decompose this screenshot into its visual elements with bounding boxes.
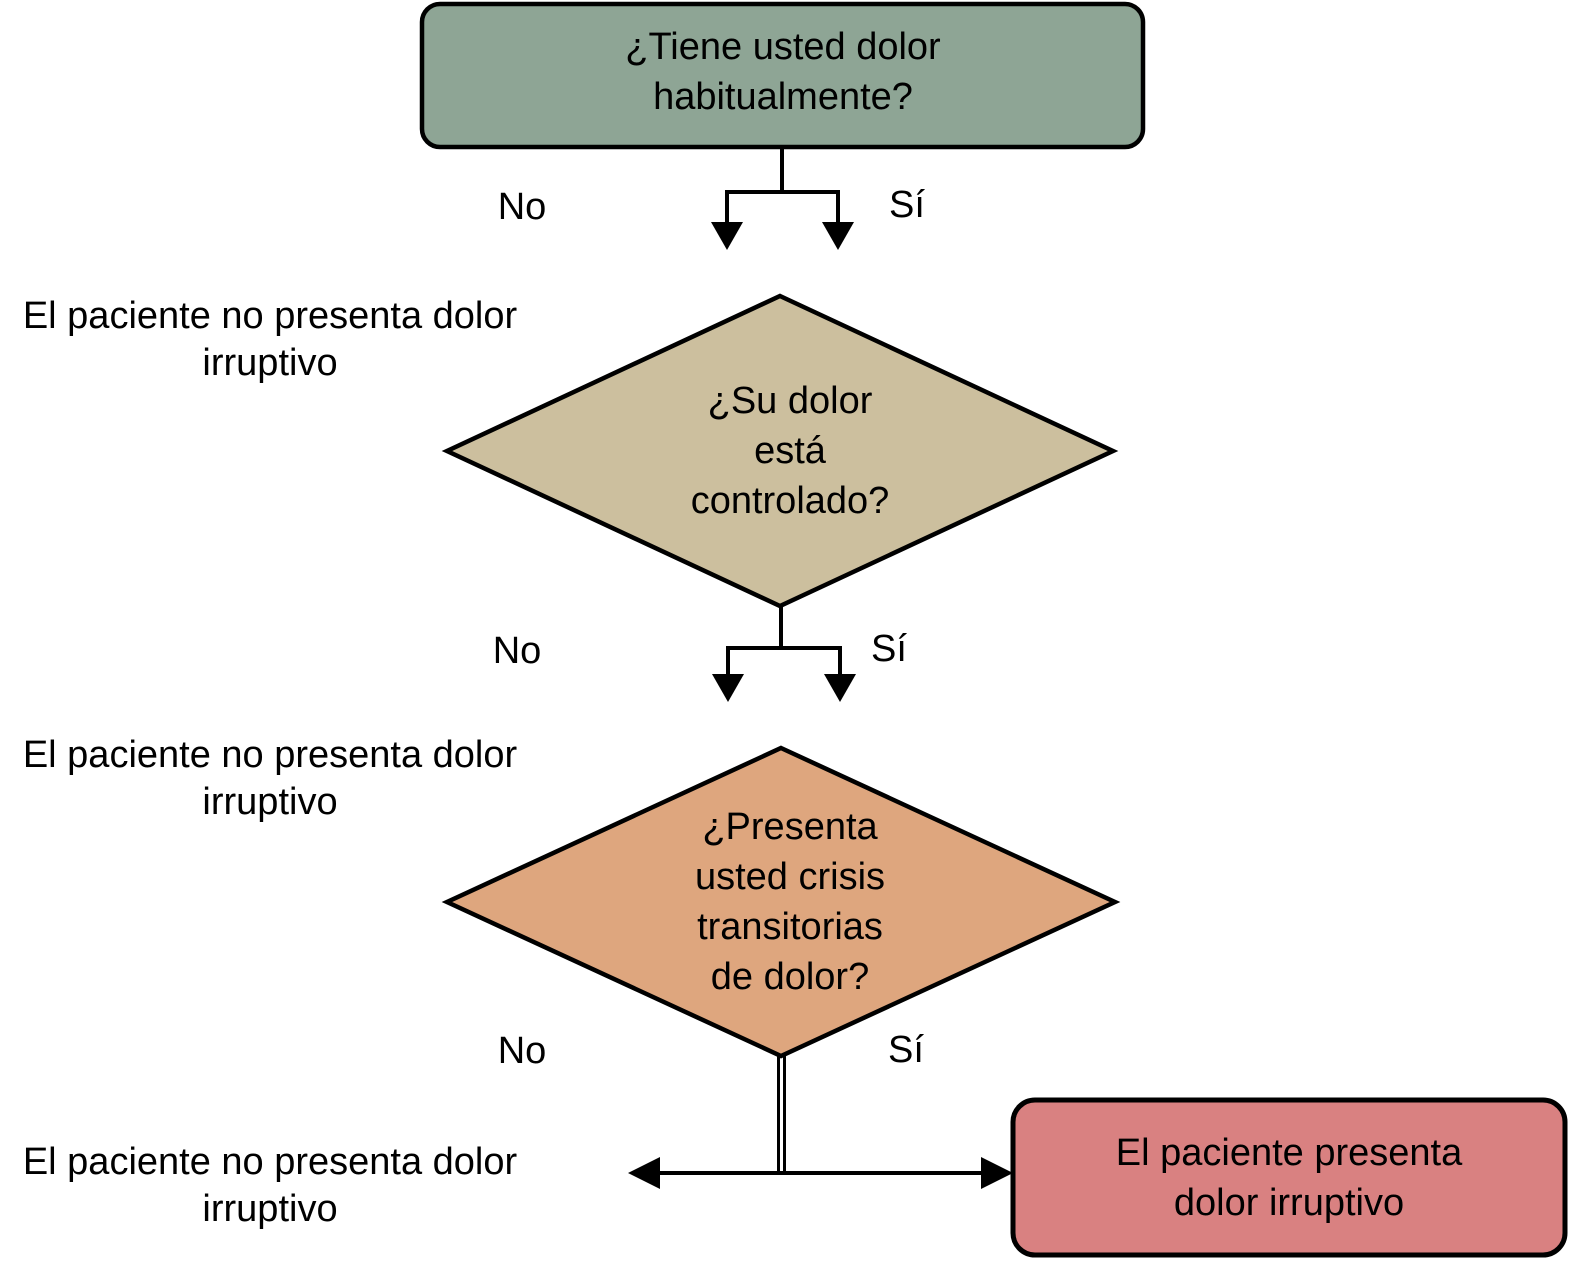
edge-label-yes-1: Sí bbox=[889, 184, 925, 226]
start-question-label: ¿Tiene usted dolor habitualmente? bbox=[625, 26, 941, 118]
edge-label-no-1: No bbox=[497, 186, 547, 228]
arrowhead-down-right-2-icon bbox=[824, 674, 856, 702]
connector-start-split bbox=[725, 190, 840, 224]
decision2-shape bbox=[441, 745, 1121, 1059]
arrowhead-down-right-1-icon bbox=[822, 222, 854, 250]
arrowhead-left-icon bbox=[628, 1157, 660, 1189]
outcome-positive-shape bbox=[1010, 1097, 1568, 1258]
outcome-negative-label-3: El paciente no presenta dolor irruptivo bbox=[22, 1141, 518, 1230]
edge-label-no-3: No bbox=[497, 1030, 547, 1072]
decision2-label: ¿Presenta usted crisis transitorias de d… bbox=[694, 806, 886, 998]
arrowhead-right-icon bbox=[981, 1157, 1013, 1189]
outcome-negative-label-1: El paciente no presenta dolor irruptivo bbox=[22, 295, 518, 384]
edge-label-no-2: No bbox=[492, 630, 542, 672]
edge-label-yes-2: Sí bbox=[871, 628, 907, 670]
arrowhead-down-left-1-icon bbox=[711, 222, 743, 250]
edge-label-yes-3: Sí bbox=[888, 1029, 924, 1071]
connector-decision1-split bbox=[726, 646, 842, 676]
outcome-positive-label: El paciente presenta dolor irruptivo bbox=[1115, 1132, 1463, 1224]
arrowhead-down-left-2-icon bbox=[712, 674, 744, 702]
decision1-label: ¿Su dolor está controlado? bbox=[690, 380, 890, 522]
outcome-negative-label-2: El paciente no presenta dolor irruptivo bbox=[22, 734, 518, 823]
